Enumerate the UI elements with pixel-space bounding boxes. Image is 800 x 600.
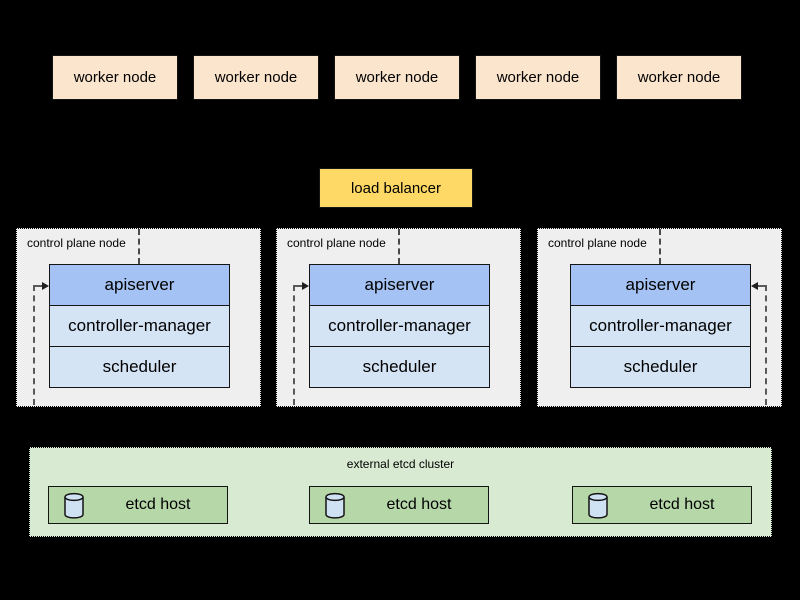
apiserver-box: apiserver	[309, 264, 490, 306]
controller-manager-box: controller-manager	[49, 305, 230, 347]
lb-to-apiserver-connector	[398, 229, 400, 264]
apiserver-box: apiserver	[570, 264, 751, 306]
scheduler-label: scheduler	[362, 357, 437, 376]
database-cylinder-icon	[64, 492, 84, 519]
scheduler-box: scheduler	[309, 346, 490, 388]
etcd-to-apiserver-connector-horizontal	[294, 285, 303, 287]
worker-node-label: worker node	[355, 69, 439, 86]
scheduler-box: scheduler	[570, 346, 751, 388]
database-cylinder-icon	[588, 492, 608, 519]
controller-manager-box: controller-manager	[309, 305, 490, 347]
etcd-to-apiserver-connector-horizontal	[34, 285, 43, 287]
scheduler-label: scheduler	[102, 357, 177, 376]
etcd-host-label: etcd host	[125, 496, 191, 513]
control-plane-component-stack: apiserver controller-manager scheduler	[309, 264, 490, 388]
worker-node-box: worker node	[334, 55, 460, 100]
controller-manager-box: controller-manager	[570, 305, 751, 347]
worker-node-label: worker node	[73, 69, 157, 86]
etcd-host-label: etcd host	[649, 496, 715, 513]
external-etcd-cluster-label: external etcd cluster	[346, 457, 455, 471]
arrowhead-icon	[302, 281, 309, 290]
apiserver-label: apiserver	[625, 275, 696, 294]
controller-manager-label: controller-manager	[589, 316, 732, 335]
control-plane-node-box: control plane node apiserver controller-…	[276, 228, 521, 407]
etcd-host-box: etcd host	[572, 486, 752, 524]
load-balancer-box: load balancer	[319, 168, 473, 208]
etcd-to-apiserver-connector-vertical	[33, 285, 35, 405]
worker-node-box: worker node	[475, 55, 601, 100]
worker-node-box: worker node	[193, 55, 319, 100]
worker-node-label: worker node	[637, 69, 721, 86]
worker-node-box: worker node	[616, 55, 742, 100]
scheduler-box: scheduler	[49, 346, 230, 388]
control-plane-component-stack: apiserver controller-manager scheduler	[570, 264, 751, 388]
etcd-host-label: etcd host	[386, 496, 452, 513]
arrowhead-icon	[42, 281, 49, 290]
controller-manager-label: controller-manager	[328, 316, 471, 335]
etcd-to-apiserver-connector-vertical	[765, 285, 767, 405]
controller-manager-label: controller-manager	[68, 316, 211, 335]
control-plane-node-box: control plane node apiserver controller-…	[537, 228, 782, 407]
database-cylinder-icon	[325, 492, 345, 519]
external-etcd-cluster-box: external etcd cluster etcd host etcd hos…	[29, 447, 772, 537]
worker-node-label: worker node	[214, 69, 298, 86]
apiserver-label: apiserver	[364, 275, 435, 294]
apiserver-box: apiserver	[49, 264, 230, 306]
lb-to-apiserver-connector	[659, 229, 661, 264]
control-plane-node-label: control plane node	[27, 236, 126, 250]
worker-node-box: worker node	[52, 55, 178, 100]
etcd-to-apiserver-connector-horizontal	[758, 285, 767, 287]
scheduler-label: scheduler	[623, 357, 698, 376]
apiserver-label: apiserver	[104, 275, 175, 294]
control-plane-node-label: control plane node	[548, 236, 647, 250]
control-plane-node-label: control plane node	[287, 236, 386, 250]
etcd-host-box: etcd host	[48, 486, 228, 524]
worker-node-label: worker node	[496, 69, 580, 86]
control-plane-component-stack: apiserver controller-manager scheduler	[49, 264, 230, 388]
etcd-host-box: etcd host	[309, 486, 489, 524]
etcd-to-apiserver-connector-vertical	[293, 285, 295, 405]
lb-to-apiserver-connector	[138, 229, 140, 264]
arrowhead-icon	[751, 281, 758, 290]
load-balancer-label: load balancer	[350, 179, 442, 197]
control-plane-node-box: control plane node apiserver controller-…	[16, 228, 261, 407]
